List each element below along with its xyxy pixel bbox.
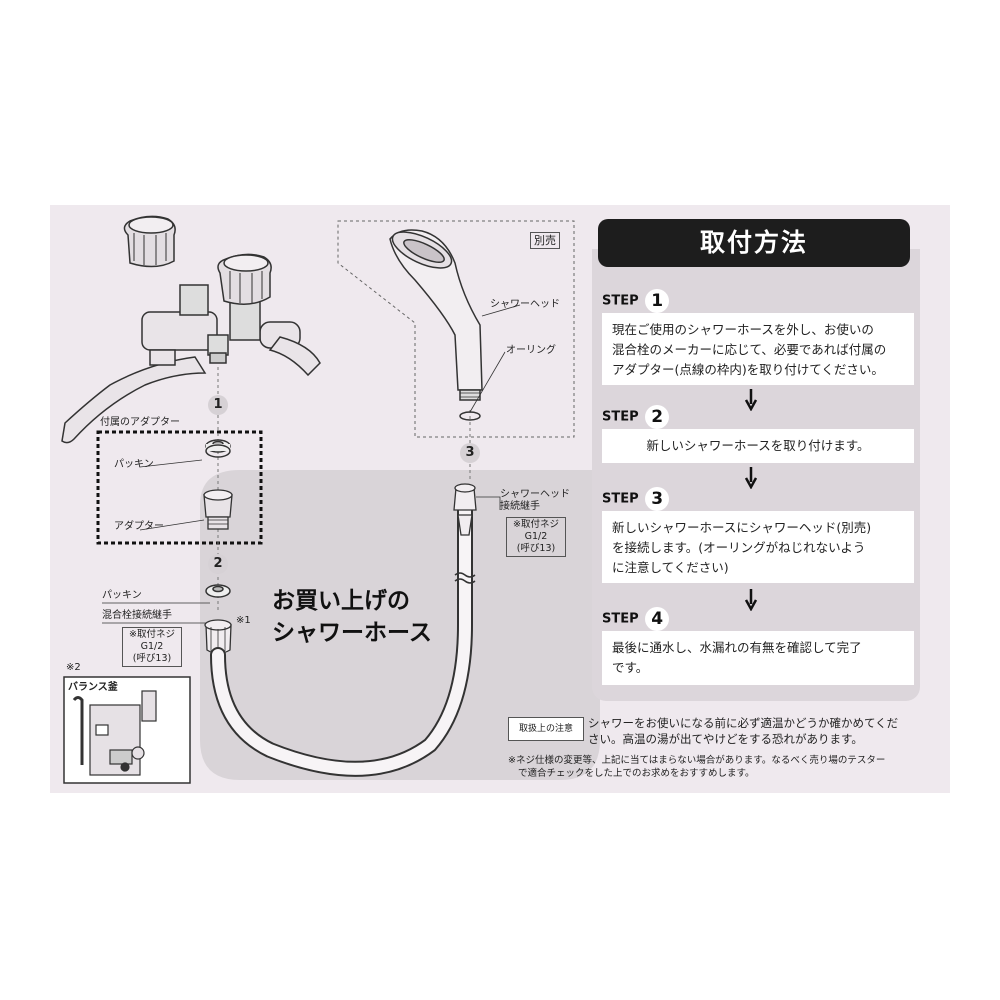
sold-separately-badge: 別売: [530, 232, 560, 249]
step-3-line: に注意してください): [612, 560, 729, 575]
step-1-line: 現在ご使用のシャワーホースを外し、お使いの: [612, 322, 874, 337]
step-4-box: 最後に通水し、水漏れの有無を確認して完了 です。: [602, 631, 914, 685]
adapter-set-label: 付属のアダプター: [100, 417, 180, 428]
step-2-line: 新しいシャワーホースを取り付けます。: [646, 438, 870, 453]
step-4-line: 最後に通水し、水漏れの有無を確認して完了: [612, 640, 862, 655]
step-3-line: を接続します。(オーリングがねじれないよう: [612, 540, 866, 555]
step-2-box: 新しいシャワーホースを取り付けます。: [602, 429, 914, 463]
balance-boiler-label: バランス釜: [68, 682, 118, 693]
head-spec-line: ※取付ネジ: [513, 519, 559, 530]
head-spec-line: (呼び13): [516, 543, 556, 554]
adapter-label: アダプター: [114, 521, 164, 532]
shower-head-illustration: [389, 229, 483, 401]
step-2-marker: 2: [208, 554, 228, 574]
instruction-card: 1 2 3 付属のアダプター パッキン アダプター パッキン 混合栓接続継手 ※…: [50, 205, 950, 793]
packing-label-1: パッキン: [114, 459, 154, 470]
caution-line: さい。高温の湯が出てやけどをする恐れがあります。: [588, 732, 863, 746]
hose-title-line: お買い上げの: [272, 588, 410, 614]
step-label-text: STEP: [602, 409, 639, 425]
step-4-line: です。: [612, 660, 649, 675]
step-3-heading: STEP 3: [602, 487, 670, 511]
oring-label: オーリング: [506, 345, 556, 356]
footnote: ※ネジ仕様の変更等、上記に当てはまらない場合があります。なるべく売り場のテスター…: [508, 754, 885, 780]
shower-head-label: シャワーヘッド: [490, 299, 560, 310]
step-number: 4: [645, 607, 670, 631]
step-label-text: STEP: [602, 293, 639, 309]
mixer-spec-line: ※取付ネジ: [129, 629, 175, 640]
note-mark-2: ※2: [66, 662, 81, 673]
step-number: 1: [645, 289, 670, 313]
sold-separately-dashed-box: [337, 220, 575, 438]
mixer-spec-box: ※取付ネジ G1/2 (呼び13): [122, 627, 182, 667]
mixer-spec-line: G1/2: [140, 641, 164, 652]
faucet-illustration: [61, 215, 321, 444]
down-arrow-icon: [745, 467, 757, 489]
step-label-text: STEP: [602, 491, 639, 507]
caution-line: シャワーをお使いになる前に必ず適温かどうか確かめてくだ: [588, 716, 899, 730]
head-joint-label-line: 接続継手: [500, 501, 540, 512]
note-mark-1: ※1: [236, 615, 251, 626]
packing-washer-2: [205, 584, 231, 598]
hose-title-line: シャワーホース: [272, 620, 432, 646]
down-arrow-icon: [745, 589, 757, 611]
step-3-line: 新しいシャワーホースにシャワーヘッド(別売): [612, 520, 872, 535]
step-label-text: STEP: [602, 611, 639, 627]
caution-tag: 取扱上の注意: [508, 717, 584, 741]
footnote-line: ※ネジ仕様の変更等、上記に当てはまらない場合があります。なるべく売り場のテスター: [508, 755, 886, 766]
mixer-joint-label: 混合栓接続継手: [102, 610, 172, 621]
footnote-line: で適合チェックをした上でのお求めをおすすめします。: [518, 768, 755, 779]
head-joint-part: [453, 483, 477, 536]
step-1-line: 混合栓のメーカーに応じて、必要であれば付属の: [612, 342, 887, 357]
adapter-part: [203, 489, 233, 530]
packing-label-2: パッキン: [102, 590, 142, 601]
step-1-heading: STEP 1: [602, 289, 670, 313]
step-1-box: 現在ご使用のシャワーホースを外し、お使いの 混合栓のメーカーに応じて、必要であれ…: [602, 313, 914, 385]
installation-diagram: [61, 215, 600, 784]
head-joint-label: シャワーヘッド 接続継手: [500, 489, 570, 513]
head-spec-box: ※取付ネジ G1/2 (呼び13): [506, 517, 566, 557]
packing-washer-1: [205, 439, 231, 458]
installation-method-title: 取付方法: [598, 219, 910, 267]
step-3-box: 新しいシャワーホースにシャワーヘッド(別売) を接続します。(オーリングがねじれ…: [602, 511, 914, 583]
step-1-line: アダプター(点線の枠内)を取り付けてください。: [612, 362, 884, 377]
step-number: 3: [645, 487, 670, 511]
purchased-hose-title: お買い上げの シャワーホース: [272, 585, 432, 649]
step-number: 2: [645, 405, 670, 429]
caution-text: シャワーをお使いになる前に必ず適温かどうか確かめてくだ さい。高温の湯が出てやけ…: [588, 715, 898, 747]
step-3-marker: 3: [460, 443, 480, 463]
mixer-spec-line: (呼び13): [132, 653, 172, 664]
head-spec-line: G1/2: [524, 531, 548, 542]
step-4-heading: STEP 4: [602, 607, 670, 631]
balance-boiler-illustration: [72, 690, 157, 776]
adapter-dotted-frame: [96, 430, 263, 545]
step-2-heading: STEP 2: [602, 405, 670, 429]
head-joint-label-line: シャワーヘッド: [500, 489, 570, 500]
hose-background-area: [200, 470, 600, 780]
down-arrow-icon: [745, 389, 757, 411]
step-1-marker: 1: [208, 395, 228, 415]
